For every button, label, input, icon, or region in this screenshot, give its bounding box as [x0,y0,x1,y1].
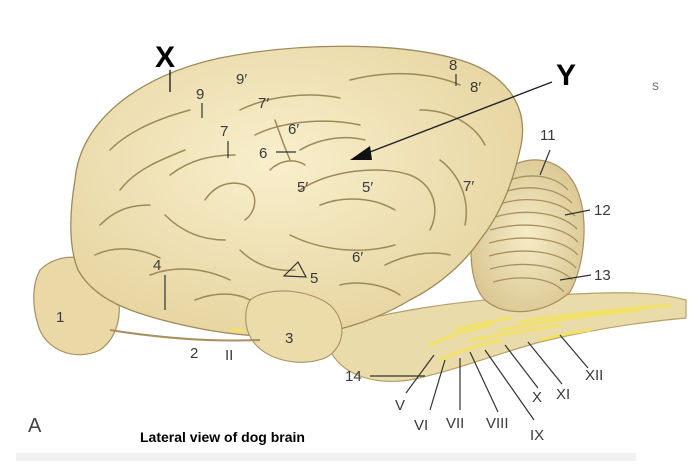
pyriform-lobe [245,290,343,363]
cranial-nerve-roots [228,303,672,362]
label-5: 5 [310,270,318,287]
label-nerve-ii: II [225,347,233,364]
cerebral-hemisphere [70,45,524,338]
label-nerve-vi: VI [414,417,428,434]
leader-lines [164,74,592,421]
label-7-prime-a: 7′ [258,95,269,112]
label-nerve-v: V [395,397,405,414]
label-nerve-xii: XII [585,367,603,384]
label-9-prime: 9′ [236,71,247,88]
label-6: 6 [259,145,267,162]
label-nerve-ix: IX [530,427,544,444]
label-5-prime-b: 5′ [362,179,373,196]
label-9: 9 [196,86,204,103]
label-nerve-vii: VII [446,415,464,432]
label-8-prime: 8′ [470,79,481,96]
label-5-triangle [282,261,308,278]
label-6-prime-a: 6′ [288,121,299,138]
label-4: 4 [153,257,161,274]
caption: Lateral view of dog brain [140,429,305,445]
marker-x: X [155,41,175,74]
label-8: 8 [449,57,457,74]
label-7-prime-b: 7′ [463,178,474,195]
marker-y-arrowhead [350,146,372,160]
stray-mark: s [652,77,659,93]
bottom-strip [16,453,636,461]
label-5-prime-a: 5′ [297,179,308,196]
label-13: 13 [594,267,611,284]
olfactory-tract [109,329,261,342]
panel-letter: A [28,415,42,437]
label-14: 14 [345,368,362,385]
label-nerve-xi: XI [556,386,570,403]
label-1: 1 [56,309,64,326]
sulci [94,72,486,301]
label-11: 11 [540,127,556,144]
label-nerve-x: X [532,389,542,406]
marker-y-arrow-line [369,81,553,153]
label-3: 3 [285,330,293,347]
label-nerve-viii: VIII [486,415,509,432]
label-2: 2 [190,345,198,362]
label-6-prime-b: 6′ [352,249,363,266]
label-12: 12 [594,202,611,219]
marker-y: Y [556,59,576,92]
label-7: 7 [220,123,228,140]
